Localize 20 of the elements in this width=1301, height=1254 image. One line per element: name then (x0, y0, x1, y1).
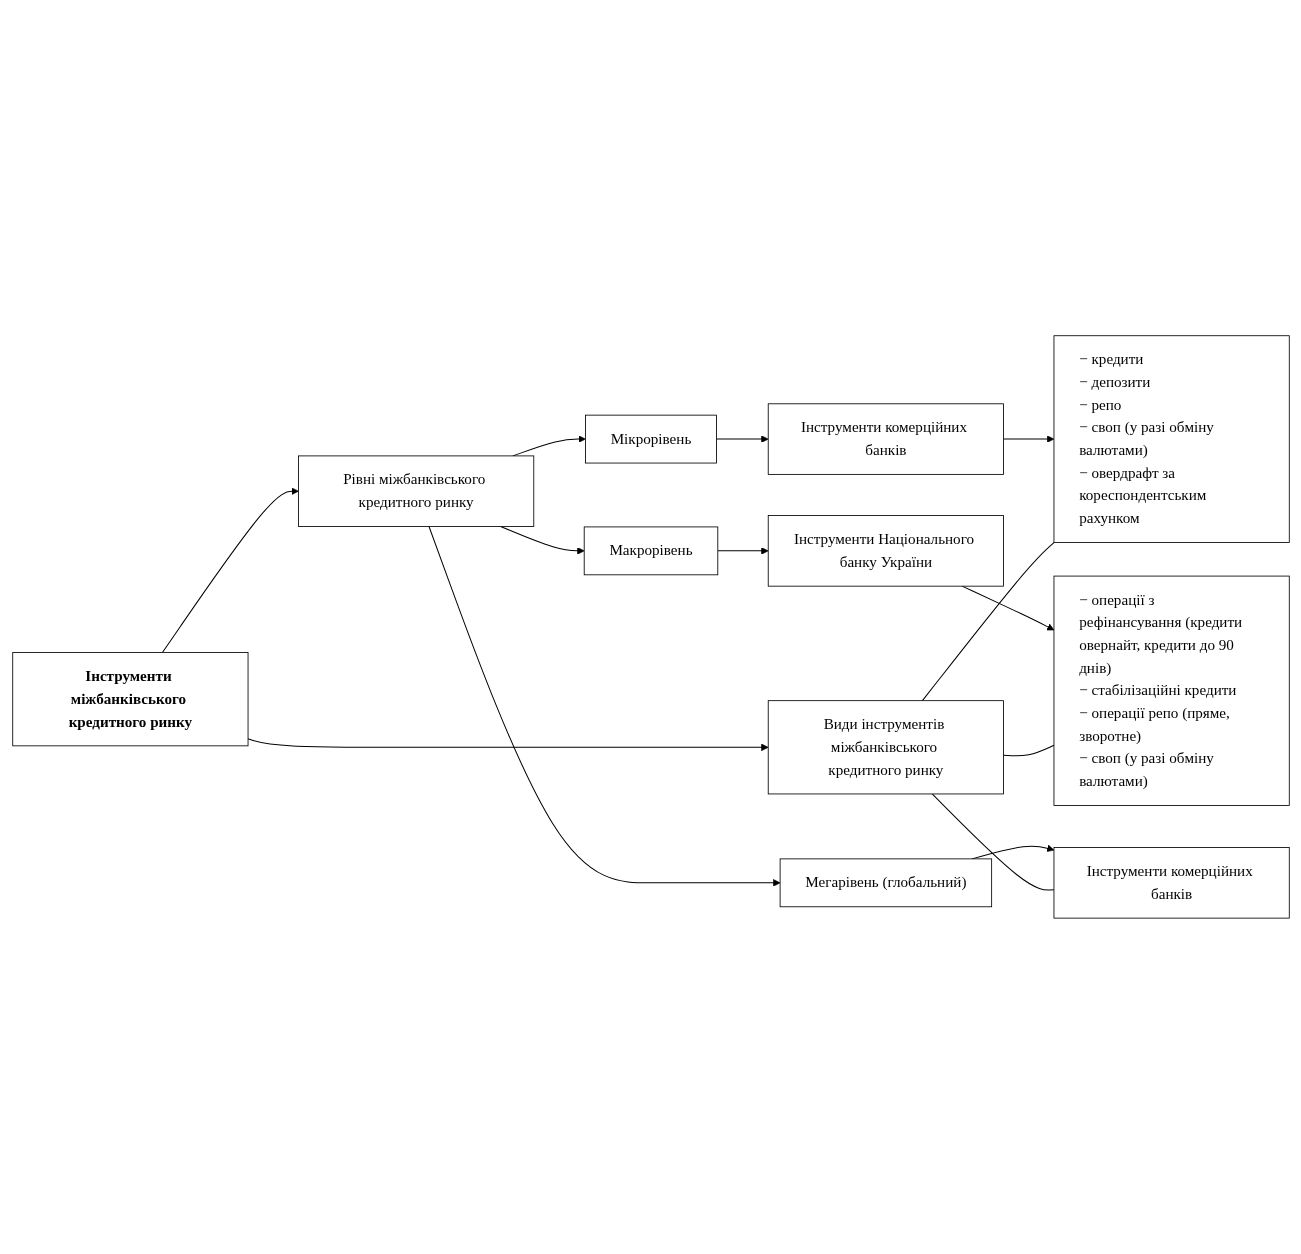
node-box: Інструменти міжбанківського кредитного ринку (11, 652, 248, 747)
arrow (1002, 435, 1054, 443)
connector (1002, 744, 1054, 757)
node-box: − кредити − депозити − репо − своп (у разі обміну валютами) − овердрафт за кореспондентським рахунком (1053, 335, 1290, 543)
arrow (428, 526, 780, 887)
node-box: Рівні міжбанківського кредитного ринку (297, 455, 534, 527)
arrow (161, 487, 299, 654)
connector (921, 542, 1055, 702)
node-box: Інструменти комерційних банків (767, 403, 1004, 475)
node-box: Види інструментів міжбанківського кредитного ринку (767, 700, 1004, 795)
node-box: Інструменти Національного банку України (767, 515, 1004, 587)
node-box: − операції з рефінансування (кредити овернайт, кредити до 90 днів) − стабілізаційні кредити − операції репо (пряме, зворотне) − своп (у разі обміну валютами) (1053, 575, 1290, 806)
node-box: Макрорівень (583, 526, 718, 576)
node-box: Мегарівень (глобальний) (779, 858, 992, 908)
arrow (716, 547, 769, 555)
node-box: Мікрорівень (584, 414, 717, 464)
connector (931, 793, 1054, 891)
node-box: Інструменти комерційних банків (1053, 847, 1290, 919)
arrow (247, 738, 769, 752)
arrow (715, 435, 769, 443)
